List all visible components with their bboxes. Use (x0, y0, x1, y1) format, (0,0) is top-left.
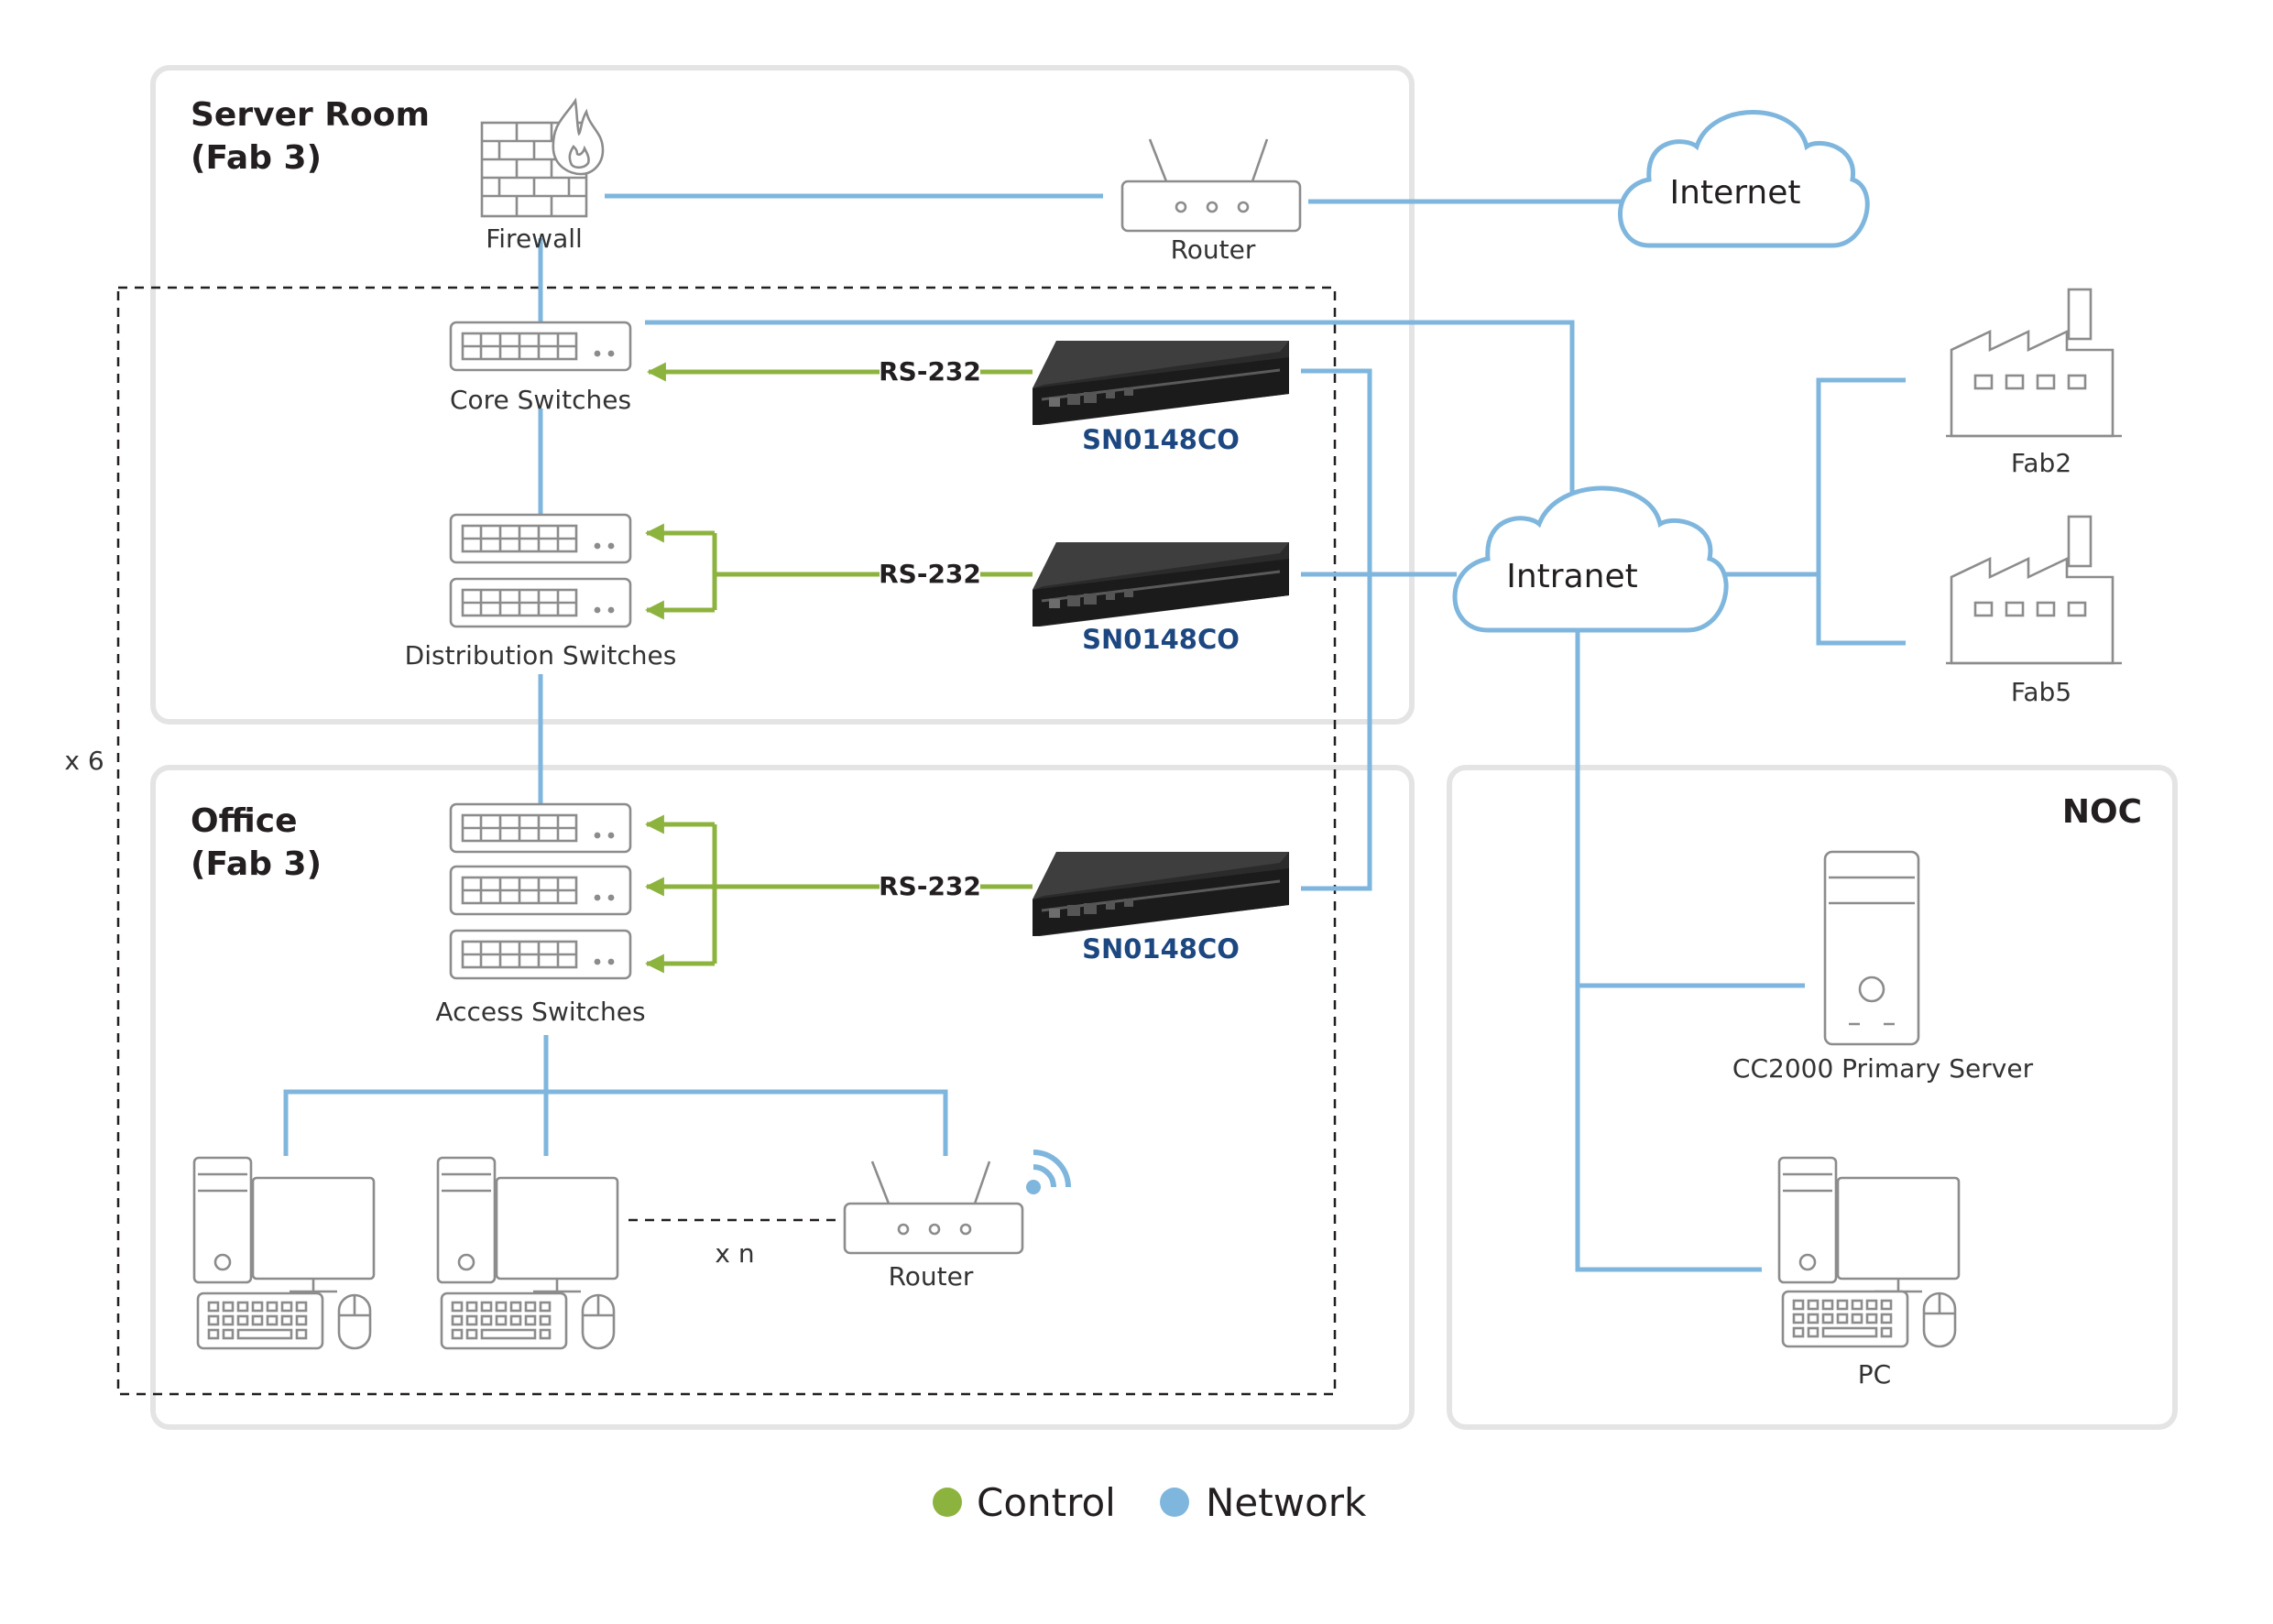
console-server-icon (1031, 540, 1291, 628)
keyboard-icon (1781, 1290, 1957, 1348)
console-server-icon (1031, 850, 1291, 938)
access-switches-label: Access Switches (435, 997, 645, 1027)
pc-label: PC (1858, 1359, 1891, 1390)
firewall-icon (480, 97, 605, 218)
console-server-icon (1031, 339, 1291, 427)
rs232-label-2: RS-232 (879, 559, 981, 589)
office-multiplier: x n (715, 1238, 754, 1269)
console-server-model-2: SN0148CO (1082, 624, 1240, 655)
console-server-model-1: SN0148CO (1082, 424, 1240, 455)
internet-label: Internet (1670, 174, 1801, 212)
keyboard-icon (440, 1292, 616, 1350)
router-icon (843, 1160, 1024, 1255)
switch-icon (449, 802, 632, 854)
console-server-model-3: SN0148CO (1082, 933, 1240, 965)
replicated-section-boundary (116, 286, 1337, 1396)
noc-title: NOC (2062, 793, 2142, 831)
rs232-label-3: RS-232 (879, 871, 981, 901)
fab2-label: Fab2 (2011, 448, 2071, 478)
factory-icon (1944, 515, 2124, 665)
office-subtitle: (Fab 3) (191, 845, 322, 883)
office-title: Office (191, 802, 298, 840)
cloud-icon (1618, 110, 1870, 248)
control-links (647, 372, 1033, 974)
keyboard-icon (196, 1292, 372, 1350)
firewall-label: Firewall (486, 223, 583, 254)
switch-icon (449, 321, 632, 372)
server-room-title: Server Room (191, 96, 430, 134)
distribution-switches-label: Distribution Switches (405, 640, 677, 670)
router-office-label: Router (889, 1261, 974, 1292)
desktop-pc-icon (1777, 1156, 1961, 1293)
legend-network-swatch (1160, 1488, 1189, 1517)
router-top-label: Router (1171, 234, 1256, 265)
switch-icon (449, 929, 632, 980)
server-tower-icon (1823, 850, 1920, 1046)
router-icon (1120, 137, 1302, 233)
noc-box (1447, 765, 2178, 1430)
intranet-label: Intranet (1506, 558, 1638, 595)
desktop-pc-icon (436, 1156, 619, 1293)
fab5-label: Fab5 (2011, 677, 2071, 707)
core-switches-label: Core Switches (450, 385, 631, 415)
factory-icon (1944, 288, 2124, 438)
server-room-subtitle: (Fab 3) (191, 139, 322, 177)
legend-network-label: Network (1206, 1480, 1367, 1525)
desktop-pc-icon (192, 1156, 376, 1293)
legend-control-swatch (933, 1488, 962, 1517)
replication-count: x 6 (64, 746, 104, 776)
legend-control-label: Control (977, 1480, 1116, 1525)
office-box (150, 765, 1415, 1430)
legend: Control Network (933, 1480, 1367, 1525)
primary-server-label: CC2000 Primary Server (1732, 1053, 2034, 1084)
switch-icon (449, 577, 632, 628)
switch-icon (449, 513, 632, 564)
rs232-label-1: RS-232 (879, 356, 981, 387)
network-links (283, 193, 1906, 1272)
switch-icon (449, 865, 632, 916)
cloud-icon (1452, 485, 1729, 633)
server-room-box (150, 65, 1415, 725)
wifi-icon (1026, 1150, 1071, 1194)
